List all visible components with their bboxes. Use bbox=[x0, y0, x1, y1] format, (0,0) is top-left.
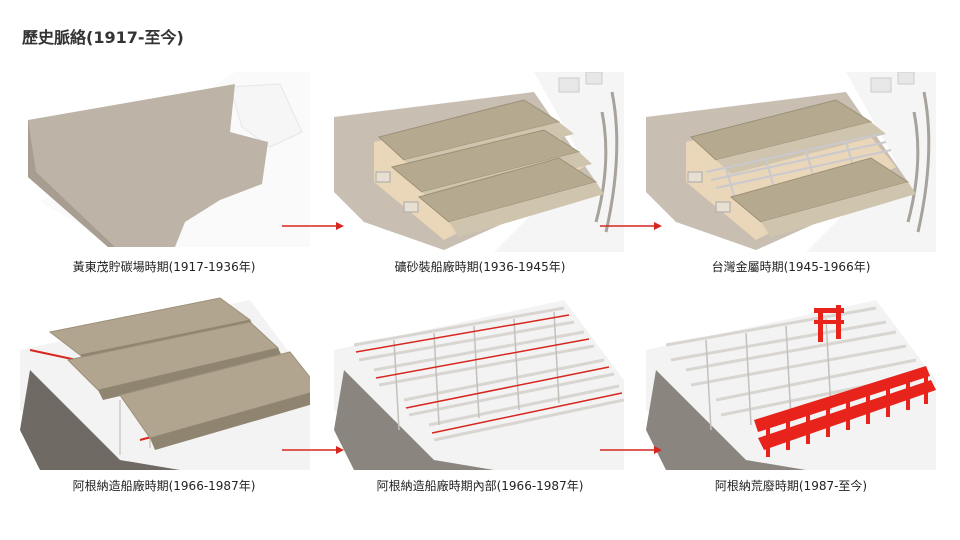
caption-ore-loading: 礦砂裝船廠時期(1936-1945年) bbox=[394, 260, 566, 274]
panel-shipyard-interior bbox=[334, 290, 624, 470]
caption-shipyard-interior: 阿根納造船廠時期內部(1966-1987年) bbox=[376, 479, 584, 493]
arrow-right-icon bbox=[600, 444, 662, 456]
caption-agenor-shipyard: 阿根納造船廠時期(1966-1987年) bbox=[72, 479, 256, 493]
page-title: 歷史脈絡(1917-至今) bbox=[22, 28, 184, 47]
panel-coal-storage bbox=[20, 72, 310, 252]
caption-taiwan-metal: 台灣金屬時期(1945-1966年) bbox=[711, 260, 871, 274]
caption-abandonment: 阿根納荒廢時期(1987-至今) bbox=[714, 479, 868, 493]
panel-abandonment bbox=[646, 290, 936, 470]
arrow-right-icon bbox=[282, 220, 344, 232]
panel-taiwan-metal bbox=[646, 72, 936, 252]
caption-coal-storage: 黃東茂貯碳場時期(1917-1936年) bbox=[72, 260, 256, 274]
panel-ore-loading bbox=[334, 72, 624, 252]
arrow-right-icon bbox=[600, 220, 662, 232]
panel-agenor-shipyard bbox=[20, 290, 310, 470]
arrow-right-icon bbox=[282, 444, 344, 456]
